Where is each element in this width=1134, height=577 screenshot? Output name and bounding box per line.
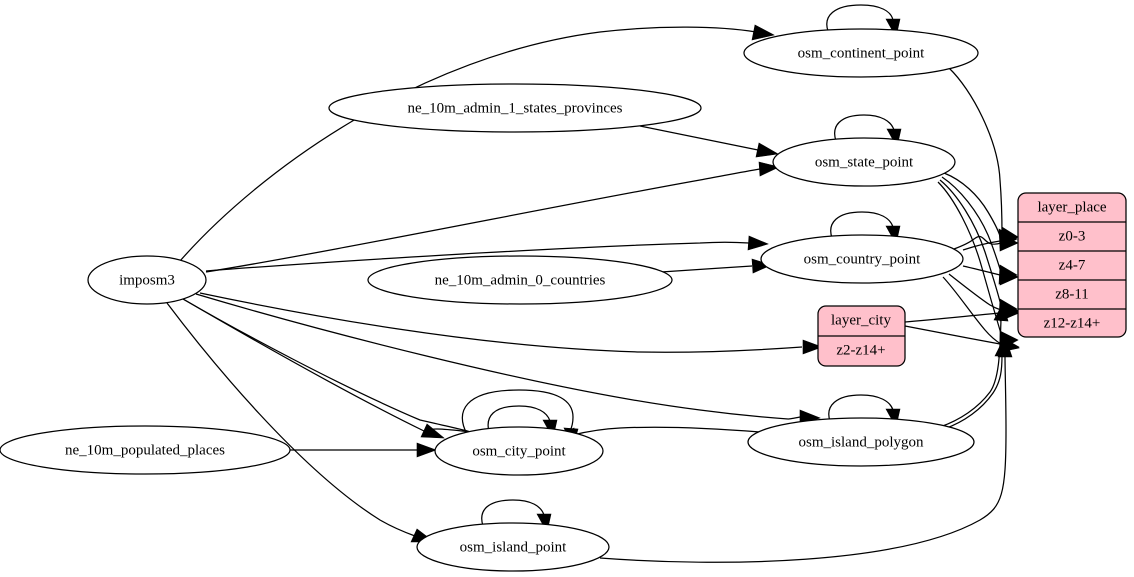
edge-osm_island_polygon-to-layer_place-z8-11 [939, 302, 1009, 428]
record-row-layer_place-z0-3[interactable]: z0-3 [1059, 228, 1086, 244]
edge-imposm3-to-osm_island_point [166, 302, 435, 543]
node-label-ne_10m_admin_0_countries: ne_10m_admin_0_countries [435, 272, 606, 288]
edge-imposm3-to-osm_city_point [182, 298, 470, 439]
node-ne_10m_populated_places[interactable]: ne_10m_populated_places [0, 425, 291, 475]
node-ne_10m_admin_0_countries[interactable]: ne_10m_admin_0_countries [367, 255, 673, 305]
node-label-osm_island_point: osm_island_point [460, 539, 568, 555]
record-layer_place[interactable]: layer_place z0-3 z4-7 z8-11 z12-z14+ [1017, 192, 1127, 338]
node-label-osm_state_point: osm_state_point [815, 154, 914, 170]
node-label-imposm3: imposm3 [119, 272, 175, 288]
node-imposm3[interactable]: imposm3 [87, 255, 207, 305]
edges-layer [166, 4, 1020, 563]
node-osm_city_point[interactable]: osm_city_point [434, 426, 604, 476]
edge-osm_continent_point-to-layer_place-z0-3 [948, 67, 1019, 248]
node-label-osm_island_polygon: osm_island_polygon [798, 434, 924, 450]
node-osm_island_point[interactable]: osm_island_point [416, 522, 610, 572]
record-row-layer_place-title: layer_place [1037, 199, 1106, 215]
nodes-layer: imposm3 ne_10m_admin_1_states_provinces … [0, 28, 979, 572]
node-label-osm_continent_point: osm_continent_point [798, 45, 925, 61]
records-layer: layer_place z0-3 z4-7 z8-11 z12-z14+ lay… [817, 192, 1127, 367]
node-label-osm_city_point: osm_city_point [472, 443, 566, 459]
node-osm_island_polygon[interactable]: osm_island_polygon [747, 417, 975, 467]
node-osm_country_point[interactable]: osm_country_point [760, 234, 964, 284]
edge-imposm3-to-osm_continent_point [179, 24, 775, 262]
record-row-layer_place-z12-z14plus[interactable]: z12-z14+ [1044, 315, 1101, 331]
edge-imposm3-to-osm_country_point [205, 235, 769, 272]
record-row-layer_place-z8-11[interactable]: z8-11 [1055, 286, 1089, 302]
record-layer_city[interactable]: layer_city z2-z14+ [817, 305, 906, 367]
node-label-osm_country_point: osm_country_point [804, 251, 921, 267]
edge-ne_populated_places-to-osm_city_point [290, 442, 437, 458]
record-row-layer_place-z4-7[interactable]: z4-7 [1059, 257, 1086, 273]
edge-osm_island_point-to-layer_place-z12 [599, 338, 1013, 563]
record-row-layer_city-title: layer_city [831, 312, 891, 328]
edge-osm_island_polygon-to-layer_place-z12 [943, 337, 1010, 430]
node-ne_10m_admin_1_states_provinces[interactable]: ne_10m_admin_1_states_provinces [328, 83, 702, 133]
edge-osm_country_point-to-layer_place-z0-3 [953, 233, 1019, 252]
node-label-ne_10m_populated_places: ne_10m_populated_places [65, 442, 225, 458]
edge-osm_country_point-to-layer_place-z4-7 [962, 265, 1019, 286]
node-osm_continent_point[interactable]: osm_continent_point [743, 28, 979, 78]
edge-imposm3-to-osm_state_point [205, 161, 780, 273]
edge-ne_admin1-to-osm_state_point [639, 125, 779, 158]
record-row-layer_city-z2-z14plus[interactable]: z2-z14+ [836, 342, 885, 358]
edge-ne_admin0-to-osm_country_point [660, 258, 772, 274]
edge-imposm3-to-layer_city [199, 292, 823, 355]
node-osm_state_point[interactable]: osm_state_point [772, 137, 956, 187]
node-label-ne_10m_admin_1_states_provinces: ne_10m_admin_1_states_provinces [408, 100, 623, 116]
